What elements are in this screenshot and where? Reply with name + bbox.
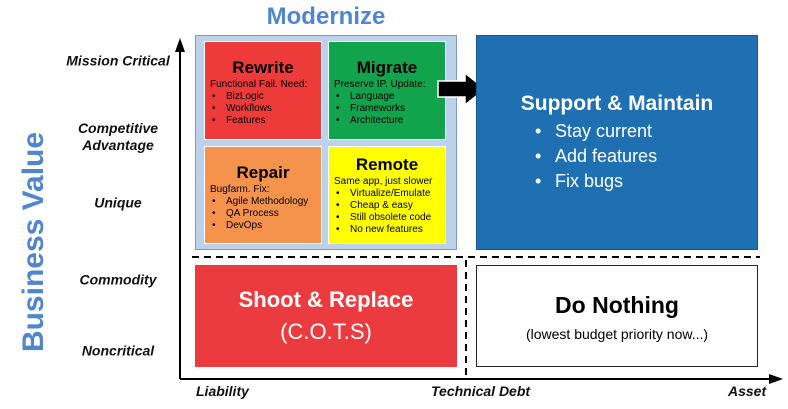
y-label-mission-critical: Mission Critical xyxy=(66,52,170,69)
y-label-competitive-advantage: Competitive Advantage xyxy=(77,120,159,153)
list-item: Stay current xyxy=(535,119,757,144)
list-item: Fix bugs xyxy=(535,169,757,194)
remote-subtitle: Same app, just slower xyxy=(334,176,433,187)
shoot-replace-box: Shoot & Replace (C.O.T.S) xyxy=(195,265,457,367)
x-label-liability: Liability xyxy=(196,383,249,399)
donothing-subtitle: (lowest budget priority now...) xyxy=(525,326,709,342)
rewrite-title: Rewrite xyxy=(232,58,294,77)
remote-title: Remote xyxy=(355,155,419,174)
do-nothing-box: Do Nothing (lowest budget priority now..… xyxy=(476,265,758,367)
y-axis-title: Business Value xyxy=(17,131,50,353)
list-item: Language xyxy=(336,91,445,103)
list-item: Agile Methodology xyxy=(212,196,321,208)
shoot-title: Shoot & Replace xyxy=(238,287,414,312)
list-item: DevOps xyxy=(212,220,321,232)
list-item: Cheap & easy xyxy=(336,200,445,212)
support-title: Support & Maintain xyxy=(520,92,714,115)
modernize-group: Rewrite Functional Fail. Need: BizLogic … xyxy=(195,35,457,250)
y-label-noncritical: Noncritical xyxy=(81,342,155,359)
modernize-title: Modernize xyxy=(266,3,386,30)
list-item: Features xyxy=(212,115,321,127)
remote-list: Virtualize/Emulate Cheap & easy Still ob… xyxy=(329,188,445,236)
support-list: Stay current Add features Fix bugs xyxy=(477,119,757,194)
support-maintain-box: Support & Maintain Stay current Add feat… xyxy=(476,35,758,250)
shoot-subtitle: (C.O.T.S) xyxy=(280,319,372,344)
y-axis-line xyxy=(175,38,185,379)
list-item: Virtualize/Emulate xyxy=(336,188,445,200)
migrate-box: Migrate Preserve IP. Update: Language Fr… xyxy=(328,41,446,140)
rewrite-box: Rewrite Functional Fail. Need: BizLogic … xyxy=(204,41,322,140)
remote-box: Remote Same app, just slower Virtualize/… xyxy=(328,146,446,244)
y-label-unique: Unique xyxy=(94,194,142,211)
y-label-commodity: Commodity xyxy=(79,271,157,288)
list-item: Still obsolete code xyxy=(336,212,445,224)
rewrite-list: BizLogic Workflows Features xyxy=(205,91,321,127)
repair-subtitle: Bugfarm. Fix: xyxy=(210,184,270,195)
right-arrow-icon xyxy=(437,72,487,106)
list-item: Add features xyxy=(535,144,757,169)
rewrite-subtitle: Functional Fail. Need: xyxy=(210,79,308,90)
repair-box: Repair Bugfarm. Fix: Agile Methodology Q… xyxy=(204,146,322,244)
x-label-technical-debt: Technical Debt xyxy=(431,383,531,399)
list-item: Workflows xyxy=(212,103,321,115)
migrate-title: Migrate xyxy=(356,58,418,77)
list-item: Architecture xyxy=(336,115,445,127)
x-label-asset: Asset xyxy=(728,383,767,399)
list-item: QA Process xyxy=(212,208,321,220)
x-axis-line xyxy=(180,374,783,384)
list-item: Frameworks xyxy=(336,103,445,115)
donothing-title: Do Nothing xyxy=(555,292,679,318)
list-item: No new features xyxy=(336,224,445,236)
list-item: BizLogic xyxy=(212,91,321,103)
repair-title: Repair xyxy=(236,163,290,182)
migrate-subtitle: Preserve IP. Update: xyxy=(334,79,426,90)
repair-list: Agile Methodology QA Process DevOps xyxy=(205,196,321,232)
migrate-list: Language Frameworks Architecture xyxy=(329,91,445,127)
